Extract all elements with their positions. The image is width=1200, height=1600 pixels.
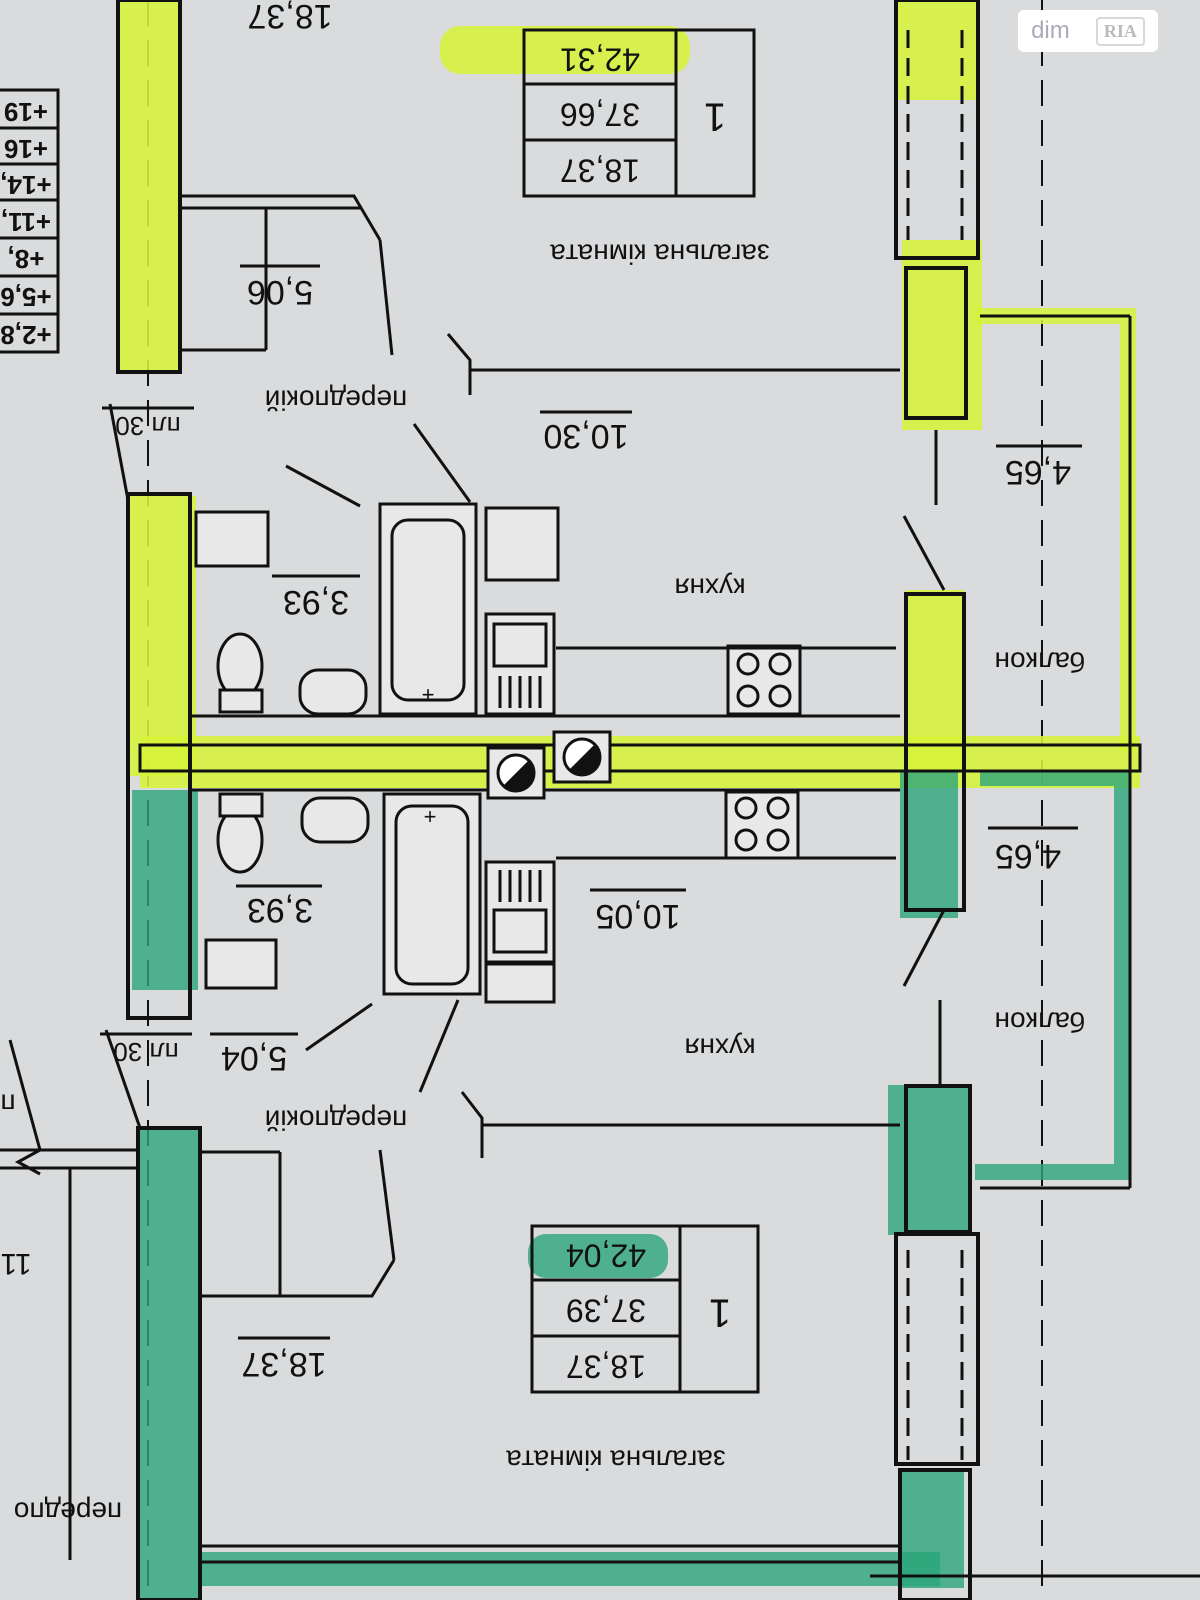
scale-value: +8, bbox=[8, 244, 45, 274]
lower-apartment-labels: 3,93 10,05 4,65 балкон кухня 5,04 пл 30 … bbox=[14, 826, 1086, 1528]
scale-value: +11, bbox=[1, 207, 51, 237]
scale-value: +2,8 bbox=[0, 320, 51, 350]
lower-area-total: 42,04 bbox=[566, 1238, 646, 1274]
upper-hall-area: 5,06 bbox=[247, 273, 313, 311]
upper-apartment-highlight bbox=[118, 0, 1140, 788]
scale-value: +16 bbox=[4, 134, 48, 164]
left-edge-mark: п bbox=[0, 1089, 15, 1120]
svg-text:+: + bbox=[422, 682, 435, 707]
scale-value: +14, bbox=[0, 170, 51, 200]
ventilation-shafts bbox=[486, 730, 612, 800]
watermark-brand: RIA bbox=[1095, 16, 1145, 46]
lower-living-area: 18,37 bbox=[241, 1345, 326, 1383]
upper-area-room: 18,37 bbox=[560, 153, 640, 189]
upper-kitchen-label: кухня bbox=[674, 573, 745, 604]
lower-balcony-area: 4,65 bbox=[995, 837, 1061, 875]
lower-area-room: 18,37 bbox=[566, 1349, 646, 1385]
upper-balcony-label: балкон bbox=[995, 647, 1086, 678]
side-scale: +19 +16 +14, +11, +8, +5,6 +2,8 п 11 bbox=[0, 88, 60, 1280]
upper-bath-area: 3,93 bbox=[283, 583, 349, 621]
scale-value: +19 bbox=[4, 97, 48, 127]
lower-area-living: 37,39 bbox=[566, 1293, 646, 1329]
upper-living-room-label: загальна кімната bbox=[550, 239, 770, 270]
upper-kitchen-area: 10,30 bbox=[543, 417, 628, 455]
upper-wall-mark: пл 30 bbox=[115, 411, 180, 441]
watermark-text: dim bbox=[1031, 17, 1070, 44]
lower-hall-area: 5,04 bbox=[221, 1039, 287, 1077]
svg-text:+: + bbox=[424, 804, 437, 829]
upper-living-area-top: 18,37 bbox=[247, 0, 332, 35]
upper-area-living: 37,66 bbox=[560, 97, 640, 133]
lower-apartment-highlight bbox=[132, 770, 1130, 1600]
upper-area-table: 42,31 37,66 18,37 1 bbox=[522, 28, 756, 198]
upper-room-count: 1 bbox=[704, 94, 726, 138]
lower-kitchen-label: кухня bbox=[684, 1033, 755, 1064]
lower-hall-label: передпокій bbox=[265, 1105, 407, 1136]
lower-balcony-label: балкон bbox=[995, 1007, 1086, 1038]
lower-area-table: 42,04 37,39 18,37 1 bbox=[530, 1224, 760, 1394]
left-edge-number: 11 bbox=[0, 1247, 31, 1280]
lower-living-room-label: загальна кімната bbox=[506, 1445, 726, 1476]
upper-hall-label: передпокій bbox=[265, 385, 407, 416]
lower-kitchen-area: 10,05 bbox=[595, 897, 680, 935]
kitchen-fixtures bbox=[484, 506, 896, 1004]
watermark-logo: dim RIA bbox=[1018, 10, 1158, 52]
scale-value: +5,6 bbox=[0, 282, 51, 312]
bathroom-fixtures: + + bbox=[194, 502, 482, 996]
lower-room-count: 1 bbox=[709, 1290, 731, 1334]
upper-area-total: 42,31 bbox=[560, 42, 640, 78]
lower-bath-area: 3,93 bbox=[247, 891, 313, 929]
lower-wall-mark: пл 30 bbox=[113, 1037, 178, 1067]
lower-partial-label: передпо bbox=[14, 1497, 122, 1528]
upper-balcony-area: 4,65 bbox=[1005, 453, 1071, 491]
upper-apartment-labels: 18,37 загальна кімната 5,06 передпокій п… bbox=[102, 0, 1085, 678]
